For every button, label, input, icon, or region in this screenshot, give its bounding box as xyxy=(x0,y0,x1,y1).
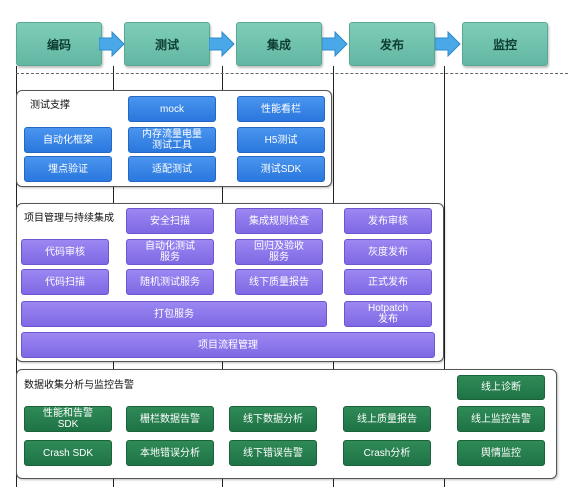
section-title: 测试支撑 xyxy=(30,100,70,111)
box-packaging-service: 打包服务 xyxy=(21,301,327,327)
box-compat-test: 适配测试 xyxy=(128,156,216,182)
box-sentiment-monitor: 舆情监控 xyxy=(457,440,545,466)
box-mock: mock xyxy=(128,96,216,122)
box-random-test-service: 随机测试服务 xyxy=(126,269,214,295)
box-gray-release: 灰度发布 xyxy=(344,239,432,265)
box-process-management: 项目流程管理 xyxy=(21,332,435,358)
box-local-error-analysis: 本地错误分析 xyxy=(126,440,214,466)
box-online-diagnosis: 线上诊断 xyxy=(457,375,545,400)
arrow-icon xyxy=(322,31,348,57)
box-release-review: 发布审核 xyxy=(344,208,432,234)
pipeline-separator xyxy=(16,73,568,74)
box-tracking-verify: 埋点验证 xyxy=(24,156,112,182)
lane-divider xyxy=(444,66,445,487)
box-offline-quality-report: 线下质量报告 xyxy=(235,269,323,295)
box-hotpatch-release: Hotpatch 发布 xyxy=(344,301,432,327)
stage-release: 发布 xyxy=(349,22,435,66)
box-test-sdk: 测试SDK xyxy=(237,156,325,182)
box-performance-panel: 性能看栏 xyxy=(237,96,325,122)
box-offline-error-alert: 线下错误告警 xyxy=(229,440,317,466)
box-offline-data-analysis: 线下数据分析 xyxy=(229,406,317,432)
box-integration-rules: 集成规则检查 xyxy=(235,208,323,234)
section-title: 数据收集分析与监控告警 xyxy=(24,380,134,391)
box-official-release: 正式发布 xyxy=(344,269,432,295)
box-code-review: 代码审核 xyxy=(21,239,109,265)
box-automation-framework: 自动化框架 xyxy=(24,127,112,153)
arrow-icon xyxy=(435,31,461,57)
arrow-icon xyxy=(99,31,125,57)
stage-integration: 集成 xyxy=(236,22,322,66)
stage-coding: 编码 xyxy=(16,22,102,66)
box-fence-data-alert: 栅栏数据告警 xyxy=(126,406,214,432)
box-auto-test-service: 自动化测试 服务 xyxy=(126,239,214,265)
box-perf-tools: 内存流量电量 测试工具 xyxy=(128,127,216,153)
box-regression-service: 回归及验收 服务 xyxy=(235,239,323,265)
box-h5-test: H5测试 xyxy=(237,127,325,153)
section-title: 项目管理与持续集成 xyxy=(24,213,114,224)
box-crash-analysis: Crash分析 xyxy=(343,440,431,466)
arrow-icon xyxy=(209,31,235,57)
box-online-monitor-alert: 线上监控告警 xyxy=(457,406,545,432)
box-security-scan: 安全扫描 xyxy=(126,208,214,234)
box-code-scan: 代码扫描 xyxy=(21,269,109,295)
stage-testing: 测试 xyxy=(124,22,210,66)
box-perf-alert-sdk: 性能和告警 SDK xyxy=(24,406,112,432)
box-online-quality-report: 线上质量报告 xyxy=(343,406,431,432)
box-crash-sdk: Crash SDK xyxy=(24,440,112,466)
stage-monitoring: 监控 xyxy=(462,22,548,66)
